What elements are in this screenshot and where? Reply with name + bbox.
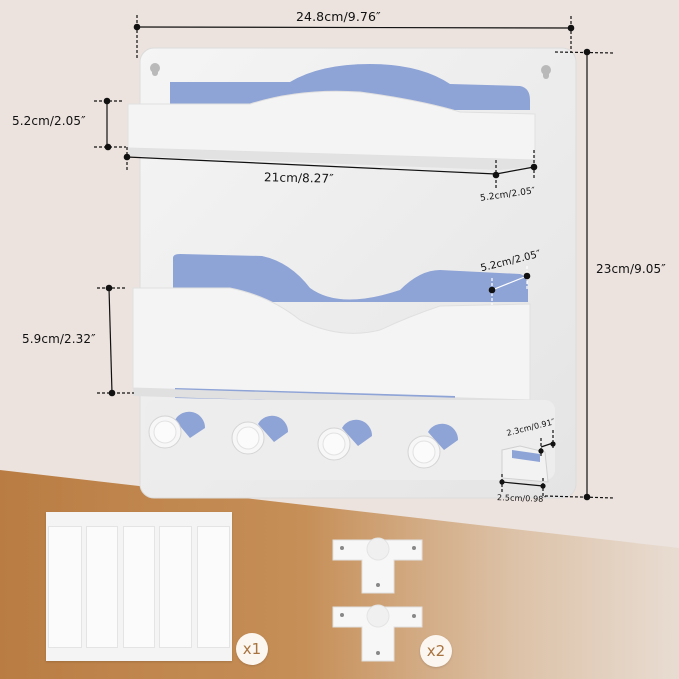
quantity-badge-x2: x2 [420, 635, 452, 667]
adhesive-strip-sheet [46, 512, 232, 661]
overall-width-label: 24.8cm/9.76″ [296, 9, 381, 24]
bottom-shelf-height-label: 5.9cm/2.32″ [22, 332, 96, 346]
small-holder-width-label: 2.5cm/0.98″ [496, 493, 547, 504]
hook-icon [148, 411, 459, 469]
top-shelf-width-label: 21cm/8.27″ [263, 170, 334, 186]
top-shelf-height-label: 5.2cm/2.05″ [12, 114, 86, 128]
dimension-endpoint-dots [103, 23, 591, 501]
quantity-badge-x1: x1 [236, 633, 268, 665]
keyhole-icon [150, 63, 551, 79]
t-bracket-icon [332, 537, 423, 662]
overall-height-label: 23cm/9.05″ [596, 262, 666, 276]
